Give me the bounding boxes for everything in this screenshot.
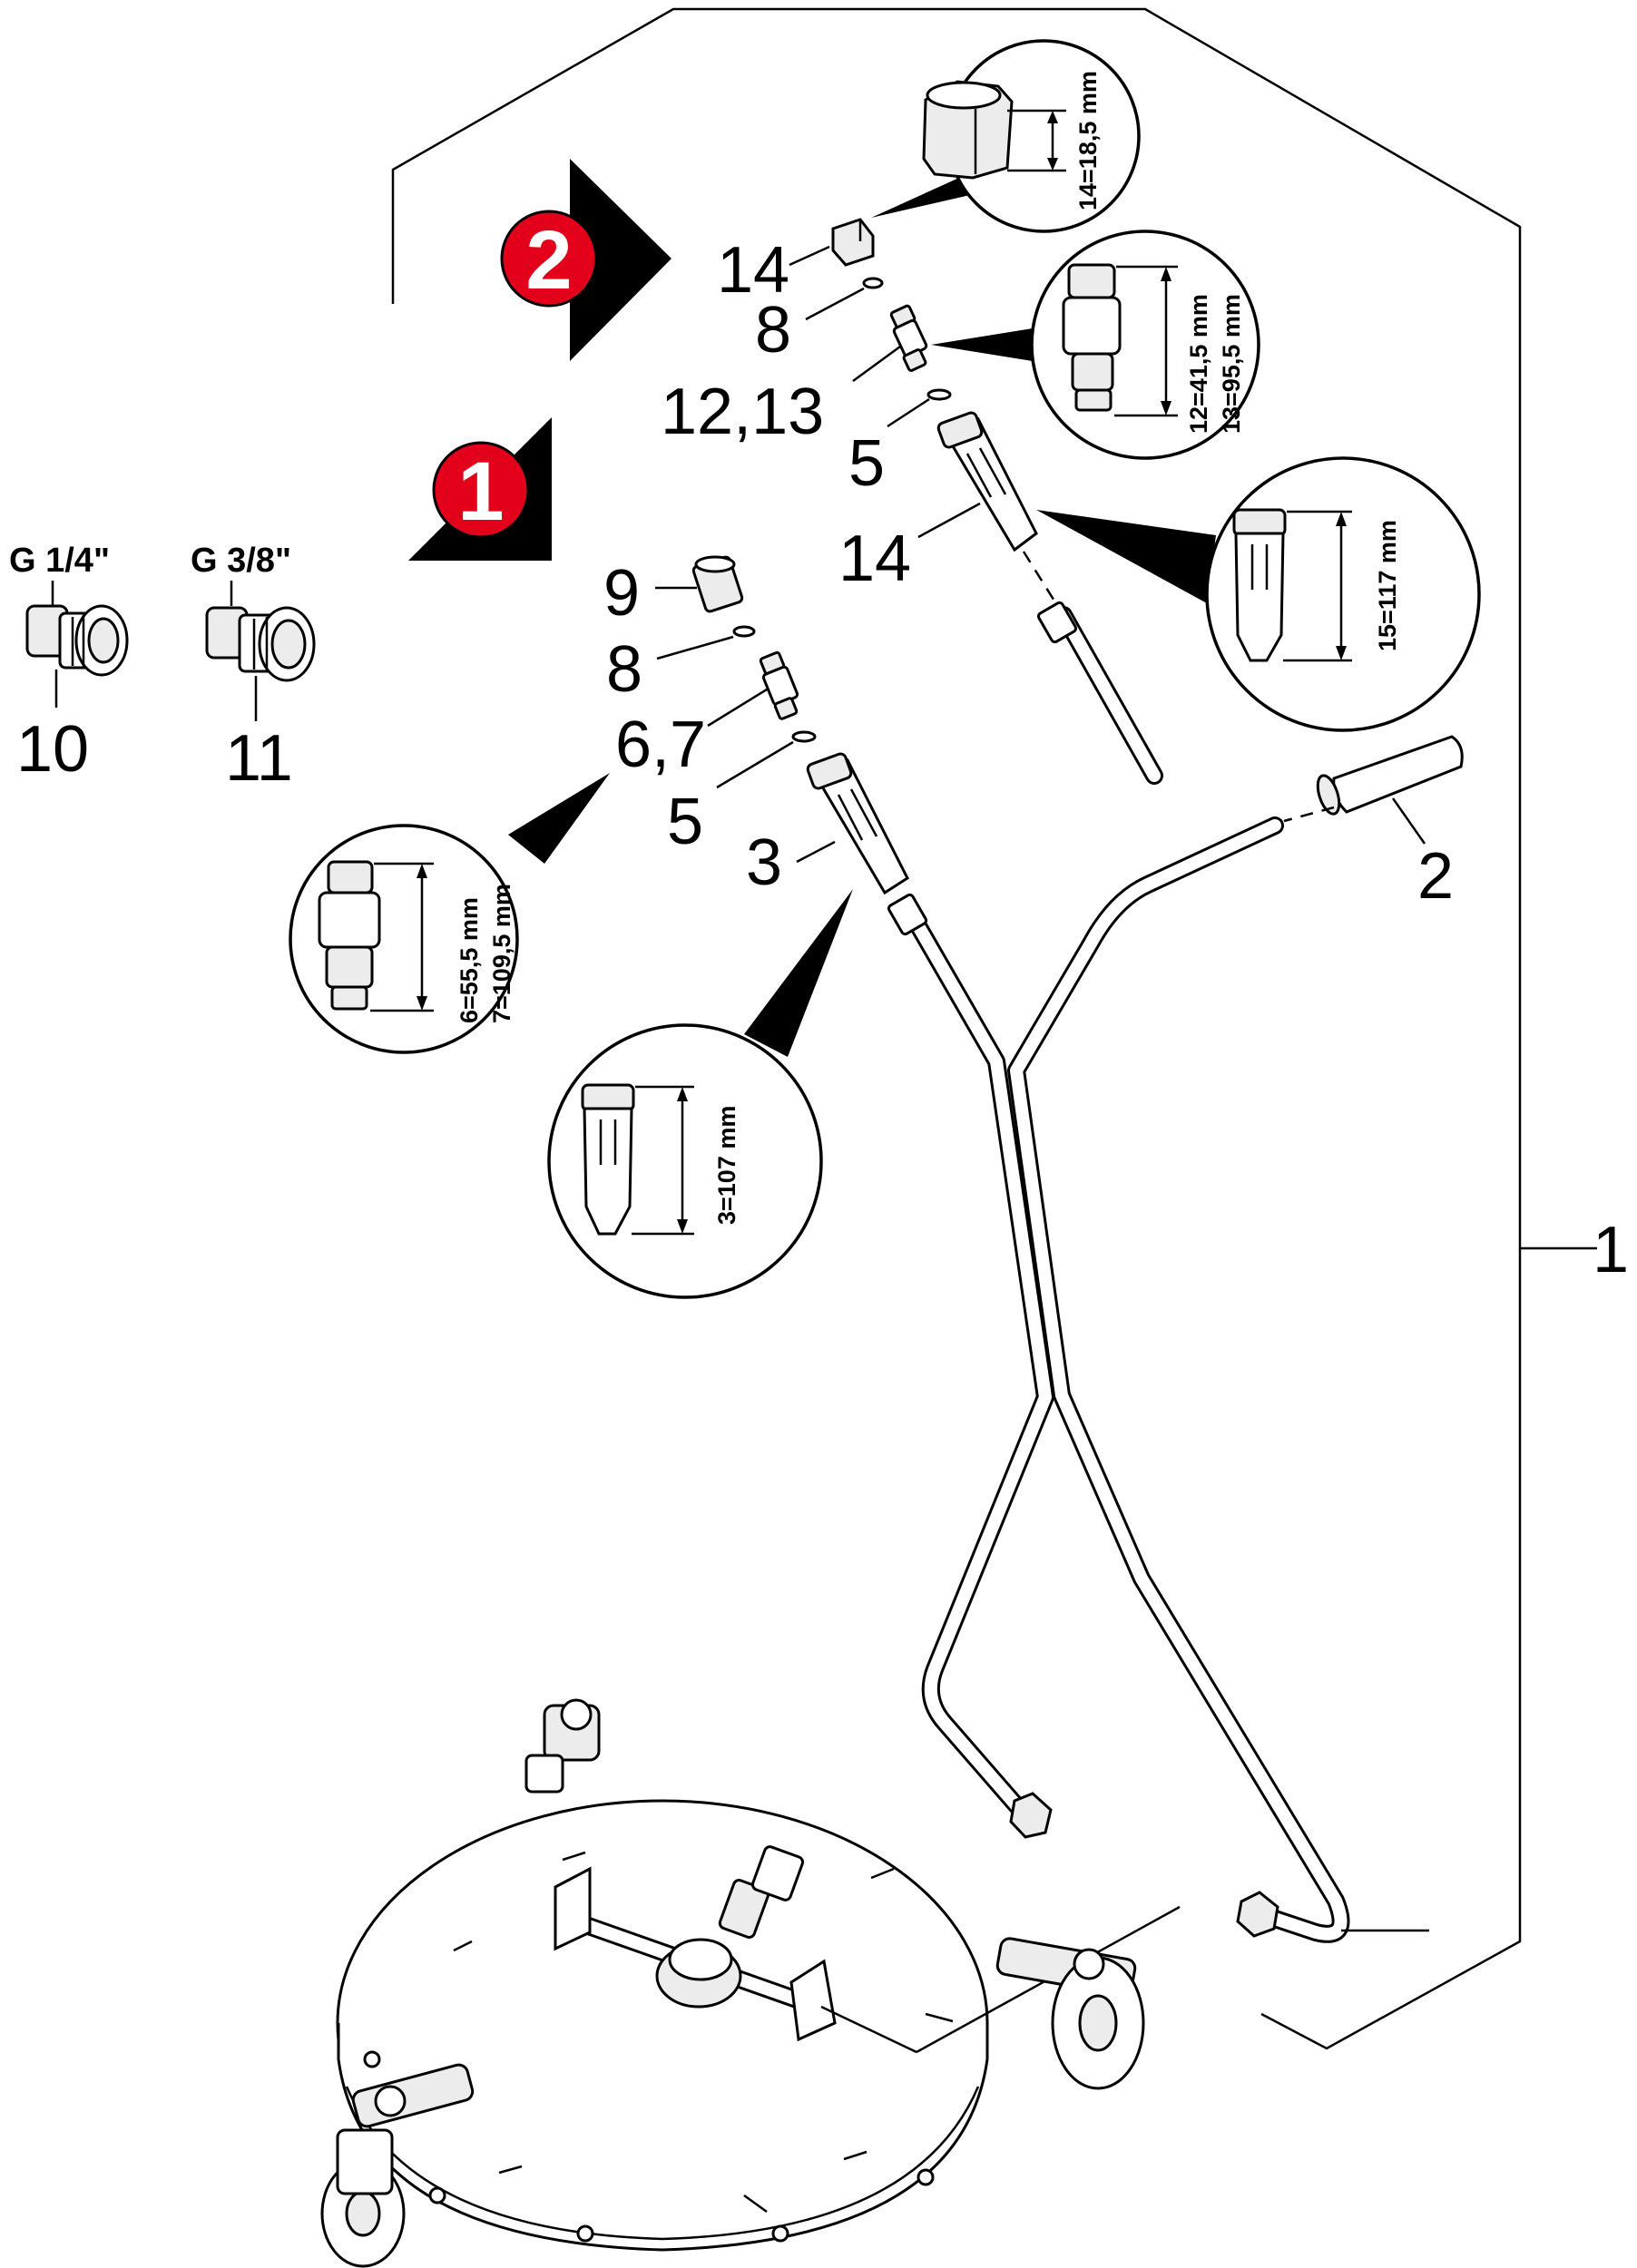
callout-8-upper: 8 bbox=[755, 294, 791, 367]
dim-12: 12=41,5 mm bbox=[1185, 294, 1212, 434]
dim-13: 13=95,5 mm bbox=[1218, 294, 1245, 434]
dim-15: 15=117 mm bbox=[1374, 520, 1401, 651]
callout-14-upper: 14 bbox=[717, 234, 789, 307]
o-ring-5-lower bbox=[791, 730, 817, 743]
surface-cleaner bbox=[320, 1698, 1181, 2268]
detail-holder-15: 15=117 mm bbox=[1036, 456, 1481, 732]
lance-tube-upper bbox=[1036, 601, 1163, 785]
detail-nut-14: 14=18,5 mm bbox=[871, 39, 1141, 233]
step-1-circle bbox=[432, 441, 530, 539]
dim-7: 7=109,5 mm bbox=[488, 884, 515, 1023]
callout-10: 10 bbox=[16, 713, 89, 786]
callout-5-lower: 5 bbox=[667, 786, 703, 858]
handle-2 bbox=[1316, 735, 1464, 816]
step-2-circle bbox=[500, 210, 598, 308]
callout-14-lower: 14 bbox=[838, 523, 911, 595]
o-ring-5-upper bbox=[926, 388, 952, 401]
callout-9: 9 bbox=[603, 557, 640, 630]
nut-9 bbox=[691, 555, 744, 613]
step-1-number: 1 bbox=[457, 445, 504, 538]
o-ring-8-lower bbox=[732, 625, 756, 638]
dim-14: 14=18,5 mm bbox=[1074, 71, 1102, 210]
callout-5-upper: 5 bbox=[848, 427, 885, 500]
callout-11: 11 bbox=[225, 722, 293, 795]
caster-left bbox=[320, 2063, 475, 2268]
callout-2: 2 bbox=[1417, 840, 1454, 913]
detail-nozzle-12-13: 12=41,5 mm 13=95,5 mm bbox=[931, 230, 1260, 460]
detail-holder-3: 3=107 mm bbox=[547, 889, 853, 1299]
nozzle-holder-14 bbox=[936, 411, 1038, 552]
callout-3: 3 bbox=[746, 826, 782, 899]
nut-14-upper bbox=[831, 218, 875, 267]
adapter-g-quarter bbox=[25, 604, 129, 677]
thread-label-three-eighths: G 3/8" bbox=[191, 542, 291, 580]
nozzle-holder-3 bbox=[806, 752, 909, 895]
callout-1: 1 bbox=[1593, 1214, 1629, 1286]
dim-6: 6=55,5 mm bbox=[456, 897, 483, 1023]
nozzle-12-13 bbox=[889, 304, 928, 372]
lance-frame bbox=[887, 816, 1350, 1943]
step-2-badge: 2 bbox=[500, 159, 671, 361]
step-2-number: 2 bbox=[525, 214, 572, 307]
callout-8-lower: 8 bbox=[606, 633, 642, 706]
assembly-bracket-outline bbox=[391, 7, 1597, 2050]
adapter-g-three-eighths bbox=[205, 606, 316, 682]
nozzle-6-7 bbox=[759, 650, 799, 720]
thread-label-quarter: G 1/4" bbox=[9, 542, 110, 580]
step-1-badge: 1 bbox=[408, 417, 552, 561]
callout-12-13: 12,13 bbox=[661, 376, 824, 448]
o-ring-8-upper bbox=[862, 277, 884, 289]
dim-3: 3=107 mm bbox=[713, 1106, 740, 1225]
caster-right bbox=[995, 1937, 1145, 2090]
callout-6-7: 6,7 bbox=[615, 709, 706, 781]
detail-nozzle-6-7: 6=55,5 mm 7=109,5 mm bbox=[289, 773, 610, 1054]
